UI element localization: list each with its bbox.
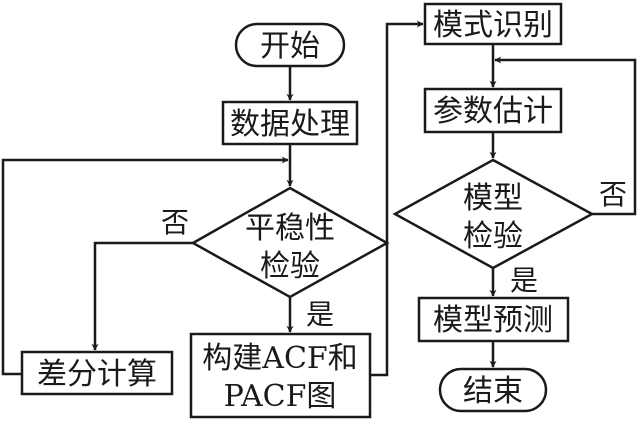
node-start-label: 开始: [260, 29, 320, 64]
node-start: 开始: [234, 22, 346, 68]
node-build-acf-pacf-label-1: 构建ACF和: [202, 341, 357, 376]
connector-test-no-to-diff: [91, 241, 193, 351]
node-parameter-estimation-label: 参数估计: [433, 94, 553, 129]
node-differencing: 差分计算: [20, 350, 174, 396]
node-build-acf-pacf-label-2: PACF图: [224, 379, 337, 414]
node-end-label: 结束: [463, 374, 523, 409]
label-stationarity-no: 否: [161, 206, 189, 239]
node-model-test-label-1: 模型: [463, 181, 523, 216]
node-model-identification: 模式识别: [423, 2, 563, 46]
node-model-test-label-2: 检验: [463, 219, 523, 254]
node-parameter-estimation: 参数估计: [423, 87, 563, 134]
node-stationarity-test-label-1: 平稳性: [245, 211, 335, 246]
label-stationarity-yes: 是: [306, 298, 334, 331]
node-data-processing-label: 数据处理: [230, 107, 350, 142]
connector-diff-loop: [1, 156, 289, 376]
connector-modeltest-no-loop: [494, 56, 637, 216]
connector-acf-to-identification: [370, 20, 424, 377]
node-model-prediction: 模型预测: [417, 296, 570, 343]
node-build-acf-pacf: 构建ACF和 PACF图: [189, 332, 372, 419]
node-differencing-label: 差分计算: [37, 357, 157, 392]
node-model-test: 模型 检验: [392, 158, 595, 270]
node-data-processing: 数据处理: [221, 100, 359, 146]
node-model-identification-label: 模式识别: [433, 8, 553, 43]
label-model-test-no: 否: [599, 178, 627, 211]
label-model-test-yes: 是: [510, 264, 538, 297]
node-end: 结束: [438, 367, 548, 413]
node-model-prediction-label: 模型预测: [433, 303, 553, 338]
node-stationarity-test: 平稳性 检验: [190, 186, 390, 299]
node-stationarity-test-label-2: 检验: [260, 249, 320, 284]
